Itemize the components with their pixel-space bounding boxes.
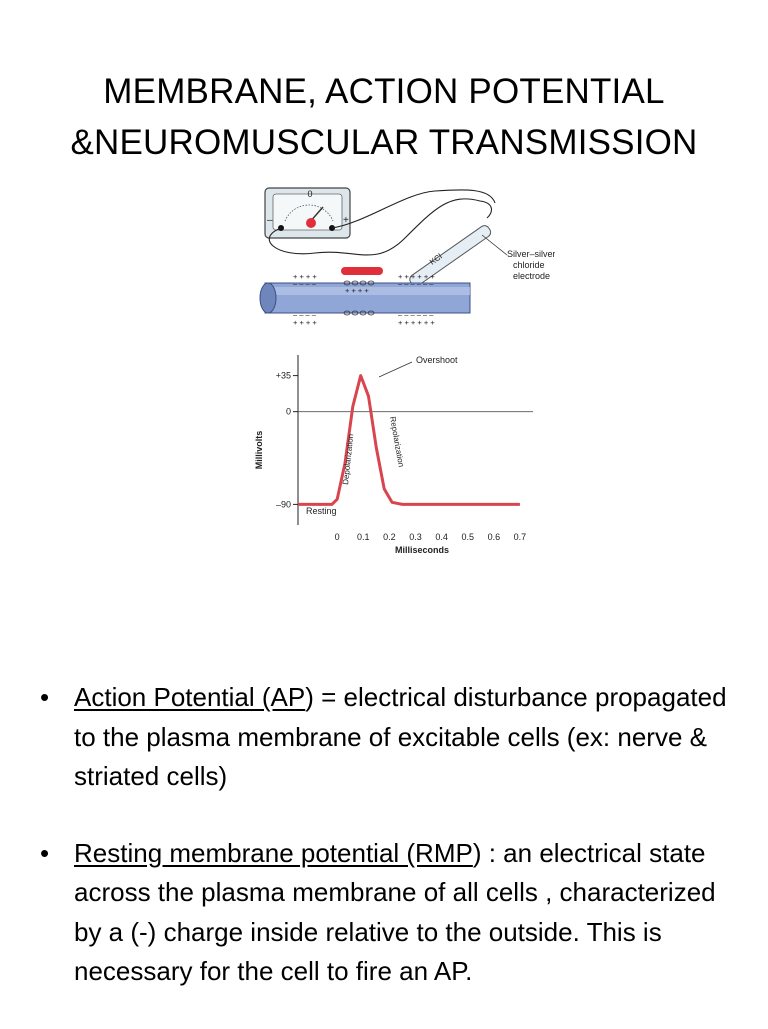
- x-tick-label: 0.2: [383, 532, 396, 542]
- charges-active-region: + + + +: [345, 286, 369, 295]
- meter-plus-label: +: [343, 215, 349, 226]
- voltmeter-scale: [284, 204, 334, 222]
- repolarization-label: Repolarization: [388, 416, 406, 468]
- wire-left: [268, 198, 492, 256]
- charges-bottom-outer-right: + + + + + +: [398, 318, 435, 327]
- x-tick-label: 0.6: [488, 532, 501, 542]
- electrode-label-line-3: electrode: [513, 271, 550, 281]
- x-tick-label: 0.4: [435, 532, 448, 542]
- depolarization-label: Depolarization: [341, 433, 355, 485]
- y-tick-label: 0: [286, 407, 291, 417]
- x-tick-label: 0.7: [514, 532, 527, 542]
- definition-resting-membrane-potential: ) : an electrical state across the plasm…: [74, 837, 716, 987]
- charges-bottom-outer-left: + + + +: [293, 318, 317, 327]
- charges-top-inner-left: – – – –: [293, 279, 317, 288]
- voltmeter-face: [272, 193, 343, 231]
- x-axis-label: Milliseconds: [395, 545, 449, 555]
- x-tick-label: 0: [335, 532, 340, 542]
- y-axis-label: Millivolts: [254, 431, 264, 470]
- definition-action-potential: ) = electrical disturbance propagated to…: [74, 682, 727, 791]
- x-tick-label: 0.1: [357, 532, 370, 542]
- wire-right: [331, 189, 496, 229]
- charges-top-outer-left: + + + +: [293, 272, 317, 281]
- resting-label: Resting: [306, 506, 337, 516]
- bullet-resting-membrane-potential: • Resting membrane potential (RMP) : an …: [40, 834, 740, 992]
- x-tick-label: 0.5: [461, 532, 474, 542]
- charges-top-inner-right: – – – – – –: [398, 279, 434, 288]
- x-tick-label: 0.3: [409, 532, 422, 542]
- recording-setup-diagram: 0 – + KCl Silver–silver chloride electro…: [259, 187, 555, 327]
- y-tick-label: +35: [276, 371, 291, 381]
- term-resting-membrane-potential: Resting membrane potential (RMP: [74, 837, 473, 868]
- electrode-pointer: [481, 234, 508, 256]
- electrode-label-line-1: Silver–silver: [507, 249, 555, 259]
- action-potential-curve: [298, 374, 520, 506]
- overshoot-label: Overshoot: [416, 355, 458, 365]
- charges-top-outer-right: + + + + + +: [398, 272, 435, 281]
- bullet-marker: •: [40, 837, 50, 868]
- action-potential-chart: +35 0 –90 0 0.1 0.2 0.3 0.4 0.5 0.6 0.7 Millivolt…: [254, 355, 533, 555]
- term-action-potential: Action Potential (AP: [74, 682, 306, 712]
- meter-zero-label: 0: [307, 189, 312, 199]
- bullet-list: • Action Potential (AP) = electrical dis…: [40, 678, 740, 1029]
- membrane-channel-marks: [343, 280, 375, 316]
- active-region-marker: [341, 267, 383, 275]
- bullet-action-potential: • Action Potential (AP) = electrical dis…: [40, 678, 740, 797]
- charges-bottom-inner-left: – – – –: [293, 310, 317, 319]
- electrode-label-line-2: chloride: [513, 260, 545, 270]
- slide-title: MEMBRANE, ACTION POTENTIAL &NEUROMUSCULA…: [0, 66, 768, 168]
- slide-title-line-2: &NEUROMUSCULAR TRANSMISSION: [70, 123, 698, 162]
- bullet-marker: •: [40, 682, 50, 712]
- charges-bottom-inner-right: – – – – – –: [398, 310, 434, 319]
- y-tick-label: –90: [276, 499, 291, 509]
- meter-minus-label: –: [267, 215, 273, 226]
- overshoot-pointer: [378, 361, 413, 378]
- axon-end: [259, 282, 277, 314]
- voltmeter-pivot: [306, 218, 316, 228]
- slide-title-line-1: MEMBRANE, ACTION POTENTIAL: [103, 72, 665, 111]
- axon-shading: [265, 287, 470, 295]
